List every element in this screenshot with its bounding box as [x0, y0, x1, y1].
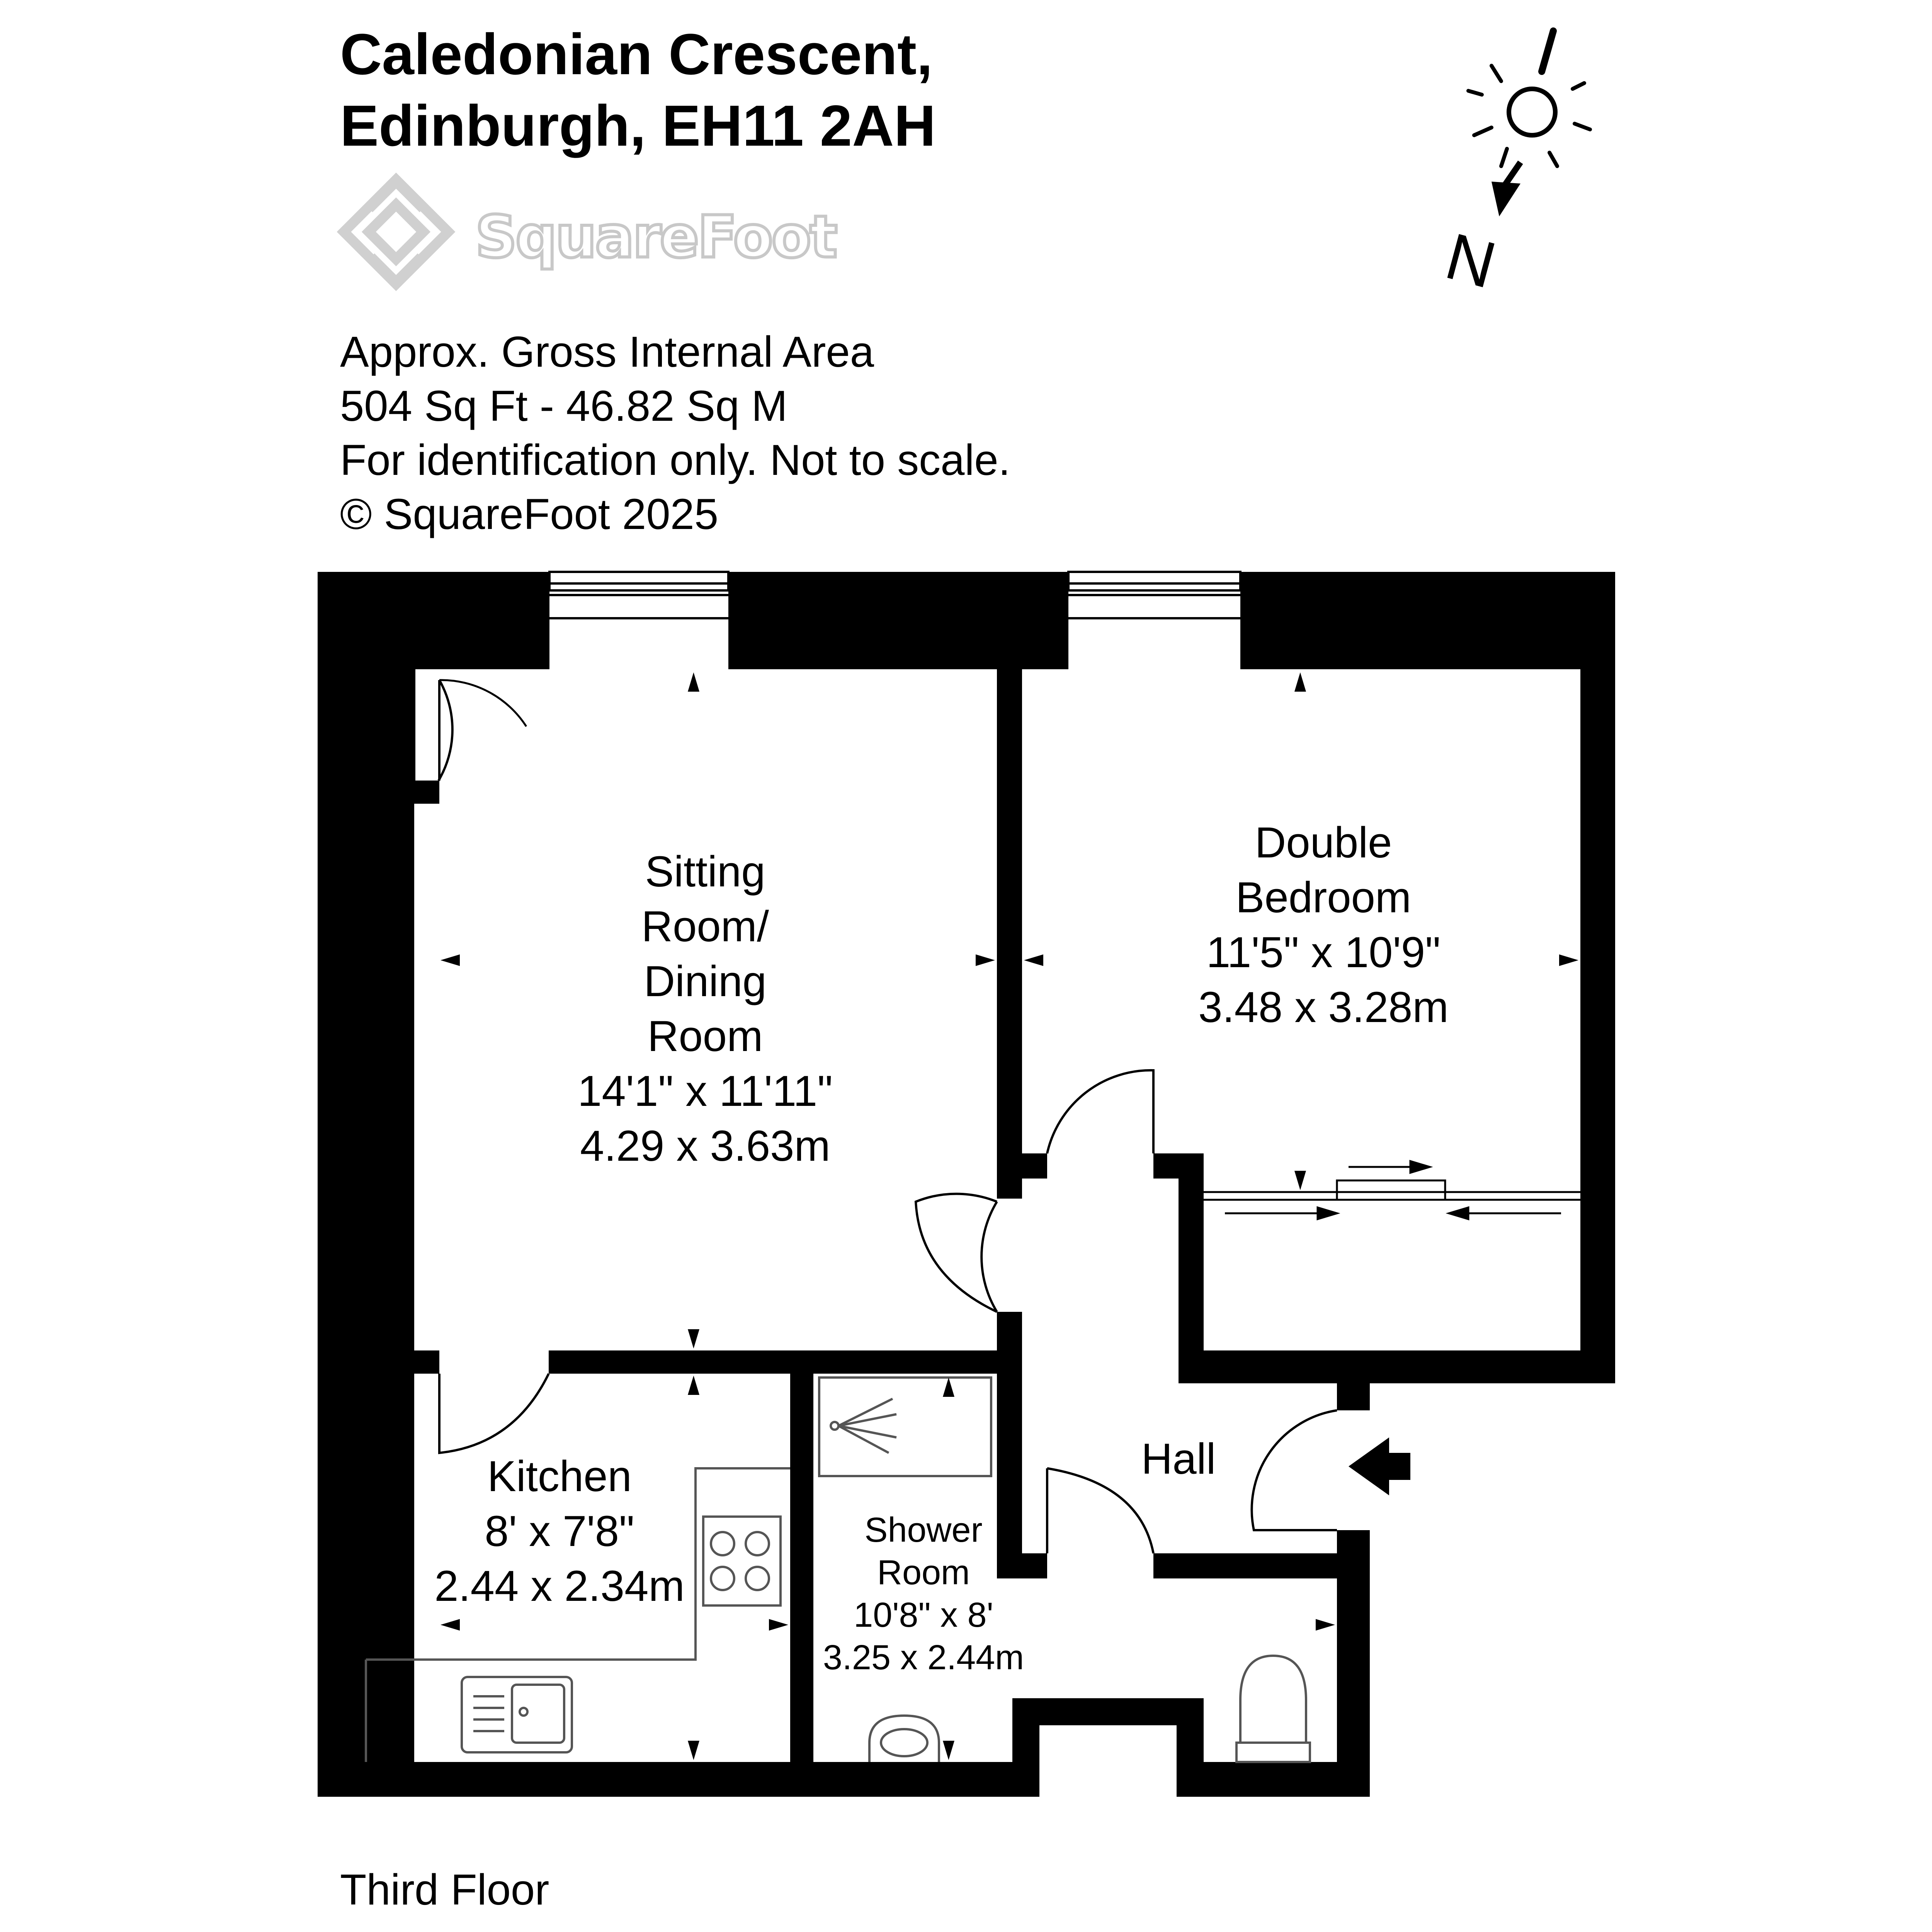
sitting-line-3: Dining: [644, 957, 767, 1005]
kitchen-dim-metric: 2.44 x 2.34m: [434, 1562, 685, 1610]
compass-sun-icon: [1466, 64, 1592, 168]
bedroom-line-2: Bedroom: [1235, 873, 1412, 922]
shower-dim-metric: 3.25 x 2.44m: [823, 1638, 1024, 1677]
bedroom-line-1: Double: [1255, 818, 1392, 867]
kitchen-dim-imperial: 8' x 7'8": [485, 1507, 634, 1555]
area-title: Approx. Gross Internal Area: [340, 328, 874, 376]
bedroom-dim-metric: 3.48 x 3.28m: [1198, 983, 1449, 1031]
sitting-dim-metric: 4.29 x 3.63m: [580, 1122, 830, 1170]
boiler-label: B: [375, 703, 404, 758]
windows: [548, 571, 1242, 619]
hall-label: Hall: [1141, 1435, 1216, 1483]
shower-line-2: Room: [877, 1553, 970, 1592]
kitchen-line-1: Kitchen: [487, 1452, 632, 1500]
address-line-2: Edinburgh, EH11 2AH: [340, 93, 936, 158]
room-label-shower: Shower Room 10'8" x 8' 3.25 x 2.44m: [823, 1509, 1024, 1679]
squarefoot-logo-icon: [337, 172, 456, 291]
entrance-arrow-icon: [1349, 1437, 1410, 1495]
disclaimer: For identification only. Not to scale.: [340, 436, 1010, 484]
sitting-line-1: Sitting: [645, 847, 765, 896]
room-label-bedroom: Double Bedroom 11'5" x 10'9" 3.48 x 3.28…: [1198, 815, 1449, 1035]
sitting-line-4: Room: [647, 1012, 763, 1060]
shower-line-1: Shower: [864, 1511, 983, 1549]
dimension-markers: [440, 672, 1578, 1760]
sitting-line-2: Room/: [641, 902, 769, 951]
copyright: © SquareFoot 2025: [340, 490, 719, 538]
floor-plan: [318, 571, 1615, 1797]
shower-dim-imperial: 10'8" x 8': [854, 1596, 993, 1634]
walls: [318, 572, 1615, 1797]
room-label-sitting: Sitting Room/ Dining Room 14'1" x 11'11"…: [578, 844, 833, 1173]
boiler-cupboard: [365, 669, 527, 782]
room-label-hall: Hall: [1141, 1432, 1216, 1486]
wardrobe: [1204, 1160, 1580, 1221]
door-swings: [438, 1069, 1337, 1554]
area-value: 504 Sq Ft - 46.82 Sq M: [340, 382, 787, 430]
room-label-kitchen: Kitchen 8' x 7'8" 2.44 x 2.34m: [434, 1449, 685, 1614]
bedroom-dim-imperial: 11'5" x 10'9": [1206, 928, 1440, 976]
kitchen-fittings: [365, 1467, 790, 1762]
sitting-dim-imperial: 14'1" x 11'11": [578, 1067, 833, 1115]
address-line-1: Caledonian Crescent,: [340, 22, 933, 87]
boiler-letter: B: [375, 706, 404, 755]
shower-tray: [818, 1376, 992, 1477]
brand-logo: SquareFoot: [337, 172, 840, 291]
bathroom-fittings: [868, 1654, 1311, 1763]
floor-label: Third Floor: [340, 1866, 549, 1914]
brand-name: SquareFoot: [475, 204, 837, 271]
north-arrow-icon: [1492, 27, 1557, 216]
